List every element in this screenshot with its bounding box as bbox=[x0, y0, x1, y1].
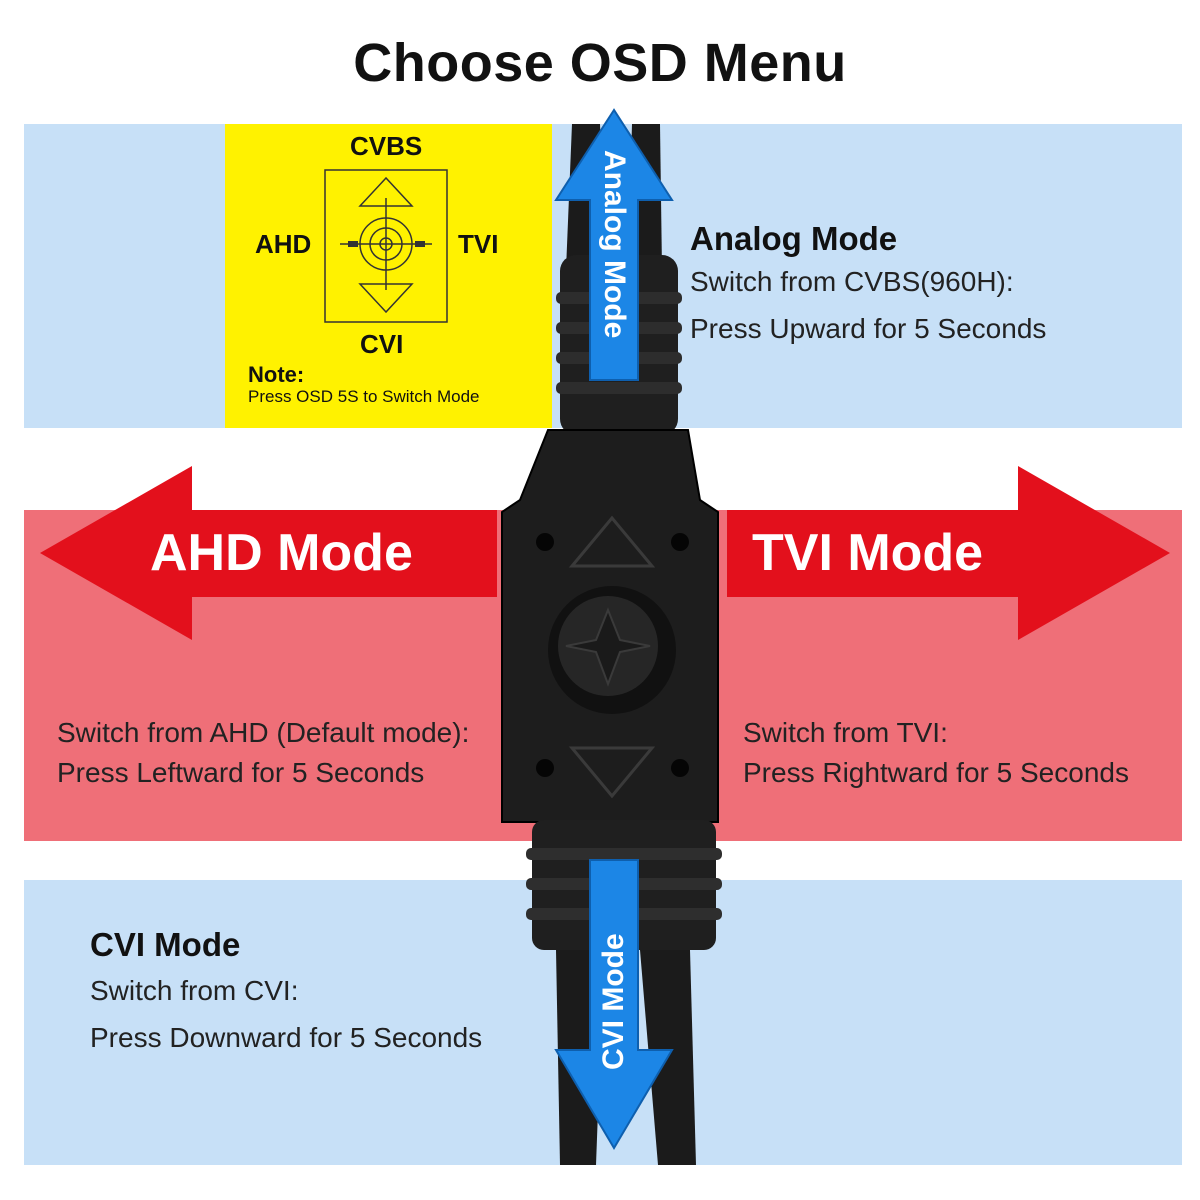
tvi-label: TVI bbox=[458, 229, 499, 259]
tvi-instruction-line2: Press Rightward for 5 Seconds bbox=[743, 757, 1129, 788]
page-title: Choose OSD Menu bbox=[353, 33, 847, 93]
tvi-mode-label: TVI Mode bbox=[752, 524, 984, 582]
analog-mode-line2: Press Upward for 5 Seconds bbox=[690, 313, 1047, 344]
cvi-mode-line2: Press Downward for 5 Seconds bbox=[90, 1022, 483, 1053]
ahd-label: AHD bbox=[255, 229, 312, 259]
analog-mode-heading: Analog Mode bbox=[690, 220, 898, 257]
cvi-arrow-label: CVI Mode bbox=[597, 933, 630, 1070]
ahd-instruction-line1: Switch from AHD (Default mode): bbox=[57, 717, 470, 748]
down-arrow-icon bbox=[554, 859, 674, 1150]
joystick-diagram-icon bbox=[324, 169, 448, 323]
analog-mode-line1: Switch from CVBS(960H): bbox=[690, 266, 1014, 297]
cvi-mode-heading: CVI Mode bbox=[90, 926, 241, 963]
joystick-button bbox=[548, 586, 676, 714]
note-title: Note: bbox=[248, 362, 305, 387]
left-arrow-icon bbox=[40, 466, 497, 640]
cvi-label: CVI bbox=[360, 329, 404, 359]
cvbs-label: CVBS bbox=[350, 131, 423, 161]
note-box bbox=[225, 124, 552, 428]
tvi-instruction-line1: Switch from TVI: bbox=[743, 717, 948, 748]
up-arrow-icon bbox=[554, 108, 674, 381]
analog-arrow-label: Analog Mode bbox=[598, 150, 631, 339]
ahd-mode-label: AHD Mode bbox=[150, 524, 413, 582]
note-text: Press OSD 5S to Switch Mode bbox=[248, 387, 480, 406]
ahd-instruction-line2: Press Leftward for 5 Seconds bbox=[57, 757, 425, 788]
right-arrow-icon bbox=[727, 466, 1170, 640]
cvi-mode-line1: Switch from CVI: bbox=[90, 975, 299, 1006]
